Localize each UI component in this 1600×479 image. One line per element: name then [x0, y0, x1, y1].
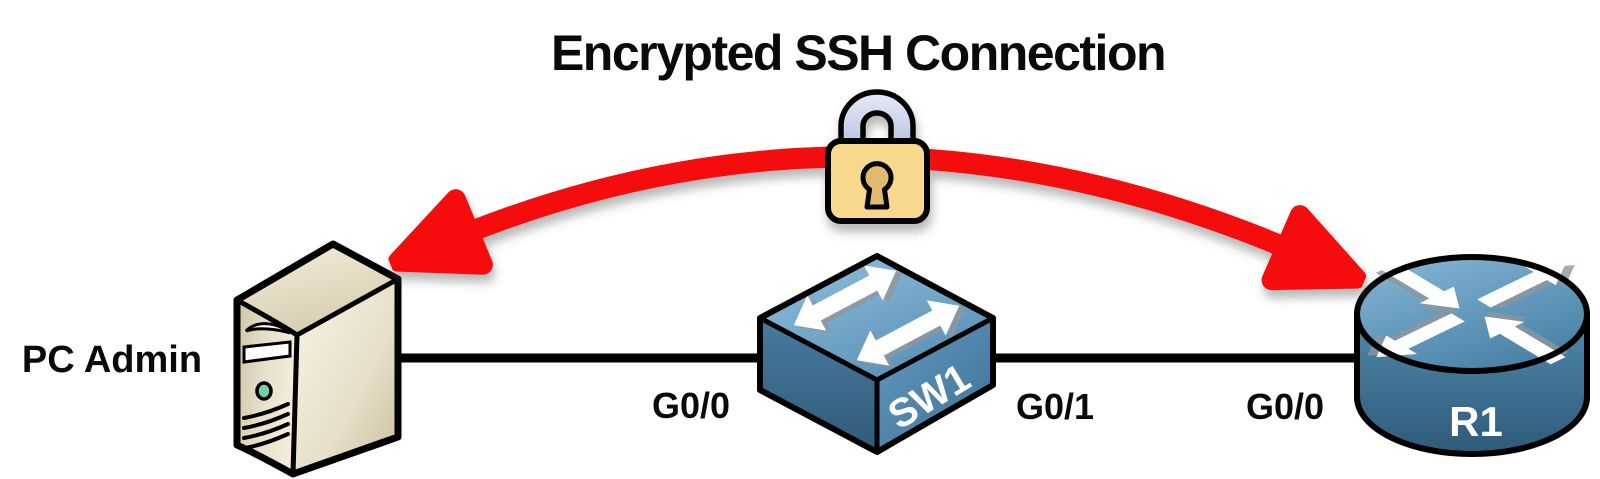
- interface-label-r1-g00: G0/0: [1246, 386, 1324, 427]
- pc-vent-line: [242, 402, 290, 420]
- switch-right-face: [877, 318, 993, 452]
- ssh-tunnel: [450, 89, 1305, 256]
- diagram-title: Encrypted SSH Connection: [551, 25, 1165, 81]
- pc-admin-icon: [233, 240, 402, 478]
- pc-inner-edges: [235, 276, 400, 475]
- pc-admin-label: PC Admin: [22, 339, 202, 381]
- padlock-shackle: [838, 89, 916, 153]
- pc-side-face: [293, 279, 398, 474]
- switch-inner-edges: [758, 315, 995, 452]
- router-icon: R1: [1354, 254, 1590, 457]
- pc-top-face: [237, 244, 398, 335]
- pc-drive-bay: [242, 340, 292, 364]
- padlock-icon: [825, 89, 930, 224]
- pc-power-button: [255, 381, 273, 401]
- pc-vent-line: [242, 412, 290, 430]
- router-arrow-in: [1484, 311, 1569, 365]
- router-top-outline: [1354, 254, 1590, 374]
- padlock-keyhole: [860, 161, 894, 210]
- switch-traffic-arrow: [856, 300, 966, 369]
- pc-outline: [233, 240, 402, 478]
- router-arrow-out: [1367, 311, 1465, 358]
- pc-vent-line: [242, 422, 290, 440]
- switch-left-face: [760, 318, 877, 452]
- switch-icon: SW1: [757, 253, 996, 455]
- router-label: R1: [1449, 398, 1503, 445]
- router-outline: [1354, 311, 1590, 457]
- interface-label-sw1-g00: G0/0: [652, 385, 730, 426]
- interface-label-sw1-g01: G0/1: [1016, 386, 1094, 427]
